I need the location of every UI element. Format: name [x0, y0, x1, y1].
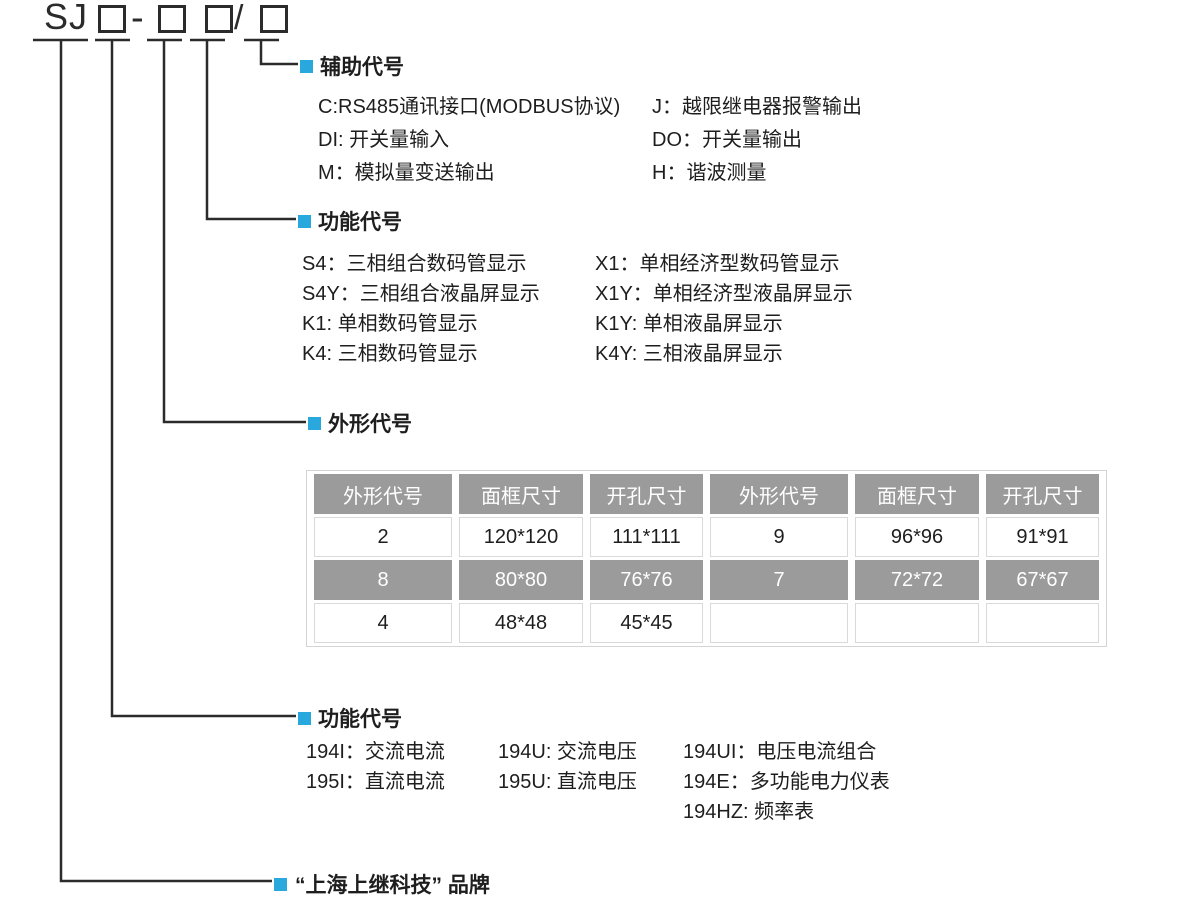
- aux-code-item: DO：开关量输出: [652, 129, 802, 151]
- shape-section-heading: 外形代号: [308, 410, 412, 436]
- display-code-item: K1: 单相数码管显示: [302, 312, 478, 335]
- table-row: 4 48*48 45*45: [314, 603, 1099, 643]
- column-header: 面框尺寸: [855, 474, 979, 514]
- aux-section-heading: 辅助代号: [300, 53, 404, 79]
- model-code-box-1: [98, 5, 126, 33]
- table-cell: [986, 603, 1099, 643]
- column-header: 外形代号: [314, 474, 452, 514]
- table-cell: 67*67: [986, 560, 1099, 600]
- table-row: 2 120*120 111*111 9 96*96 91*91: [314, 517, 1099, 557]
- table-cell: [710, 603, 848, 643]
- aux-code-item: J：越限继电器报警输出: [652, 96, 862, 118]
- dash-separator: -: [131, 0, 144, 39]
- display-code-item: K4Y: 三相液晶屏显示: [595, 342, 783, 365]
- table-cell: 45*45: [590, 603, 703, 643]
- aux-code-list: C:RS485通讯接口(MODBUS协议) J：越限继电器报警输出 DI: 开关…: [318, 88, 862, 187]
- section-bullet-icon: [274, 877, 287, 891]
- table-cell: 76*76: [590, 560, 703, 600]
- function-code-item: 194UI：电压电流组合: [683, 740, 877, 763]
- function-code-list: 194I：交流电流 194U: 交流电压 194UI：电压电流组合 195I：直…: [306, 734, 890, 824]
- function-code-item: 194I：交流电流: [306, 740, 445, 763]
- model-code-box-4: [260, 5, 288, 33]
- section-bullet-icon: [298, 711, 311, 725]
- table-cell: [855, 603, 979, 643]
- brand-heading: “上海上继科技” 品牌: [274, 871, 490, 897]
- function-code-item: 195I：直流电流: [306, 770, 445, 793]
- function-code-item: 195U: 直流电压: [498, 770, 637, 793]
- column-header: 开孔尺寸: [986, 474, 1099, 514]
- table-row: 8 80*80 76*76 7 72*72 67*67: [314, 560, 1099, 600]
- section-bullet-icon: [298, 214, 311, 228]
- table-cell: 8: [314, 560, 452, 600]
- table-cell: 120*120: [459, 517, 583, 557]
- shape-dimension-table: 外形代号 面框尺寸 开孔尺寸 外形代号 面框尺寸 开孔尺寸 2 120*120 …: [306, 470, 1107, 647]
- function-code-item: 194U: 交流电压: [498, 740, 637, 763]
- column-header: 开孔尺寸: [590, 474, 703, 514]
- function-code-item: 194HZ: 频率表: [683, 800, 815, 823]
- display-code-item: K4: 三相数码管显示: [302, 342, 478, 365]
- display-section-heading: 功能代号: [298, 208, 402, 234]
- table-cell: 96*96: [855, 517, 979, 557]
- table-cell: 7: [710, 560, 848, 600]
- function-section-heading: 功能代号: [298, 705, 402, 731]
- section-bullet-icon: [308, 416, 321, 430]
- model-prefix: SJ: [44, 0, 89, 37]
- display-code-list: S4：三相组合数码管显示 X1：单相经济型数码管显示 S4Y：三相组合液晶屏显示…: [302, 246, 853, 366]
- aux-code-item: DI: 开关量输入: [318, 129, 450, 151]
- model-code-box-3: [205, 5, 233, 33]
- function-code-item: 194E：多功能电力仪表: [683, 770, 890, 793]
- table-header-row: 外形代号 面框尺寸 开孔尺寸 外形代号 面框尺寸 开孔尺寸: [314, 474, 1099, 514]
- model-code-box-2: [158, 5, 186, 33]
- aux-code-item: H：谐波测量: [652, 162, 767, 184]
- display-section-title: 功能代号: [318, 211, 402, 234]
- display-code-item: K1Y: 单相液晶屏显示: [595, 312, 783, 335]
- aux-code-item: C:RS485通讯接口(MODBUS协议): [318, 96, 621, 118]
- aux-code-item: M：模拟量变送输出: [318, 162, 495, 184]
- table-cell: 2: [314, 517, 452, 557]
- slash-separator: /: [234, 0, 244, 37]
- table-cell: 48*48: [459, 603, 583, 643]
- table-cell: 4: [314, 603, 452, 643]
- column-header: 外形代号: [710, 474, 848, 514]
- section-bullet-icon: [300, 59, 313, 73]
- table-cell: 91*91: [986, 517, 1099, 557]
- table-cell: 9: [710, 517, 848, 557]
- function-section-title: 功能代号: [318, 708, 402, 731]
- table-cell: 72*72: [855, 560, 979, 600]
- display-code-item: X1Y：单相经济型液晶屏显示: [595, 282, 853, 305]
- column-header: 面框尺寸: [459, 474, 583, 514]
- table-cell: 80*80: [459, 560, 583, 600]
- display-code-item: X1：单相经济型数码管显示: [595, 252, 840, 275]
- shape-section-title: 外形代号: [328, 413, 412, 436]
- aux-section-title: 辅助代号: [320, 56, 404, 79]
- display-code-item: S4Y：三相组合液晶屏显示: [302, 282, 540, 305]
- table-cell: 111*111: [590, 517, 703, 557]
- display-code-item: S4：三相组合数码管显示: [302, 252, 527, 275]
- brand-label: “上海上继科技” 品牌: [295, 874, 490, 897]
